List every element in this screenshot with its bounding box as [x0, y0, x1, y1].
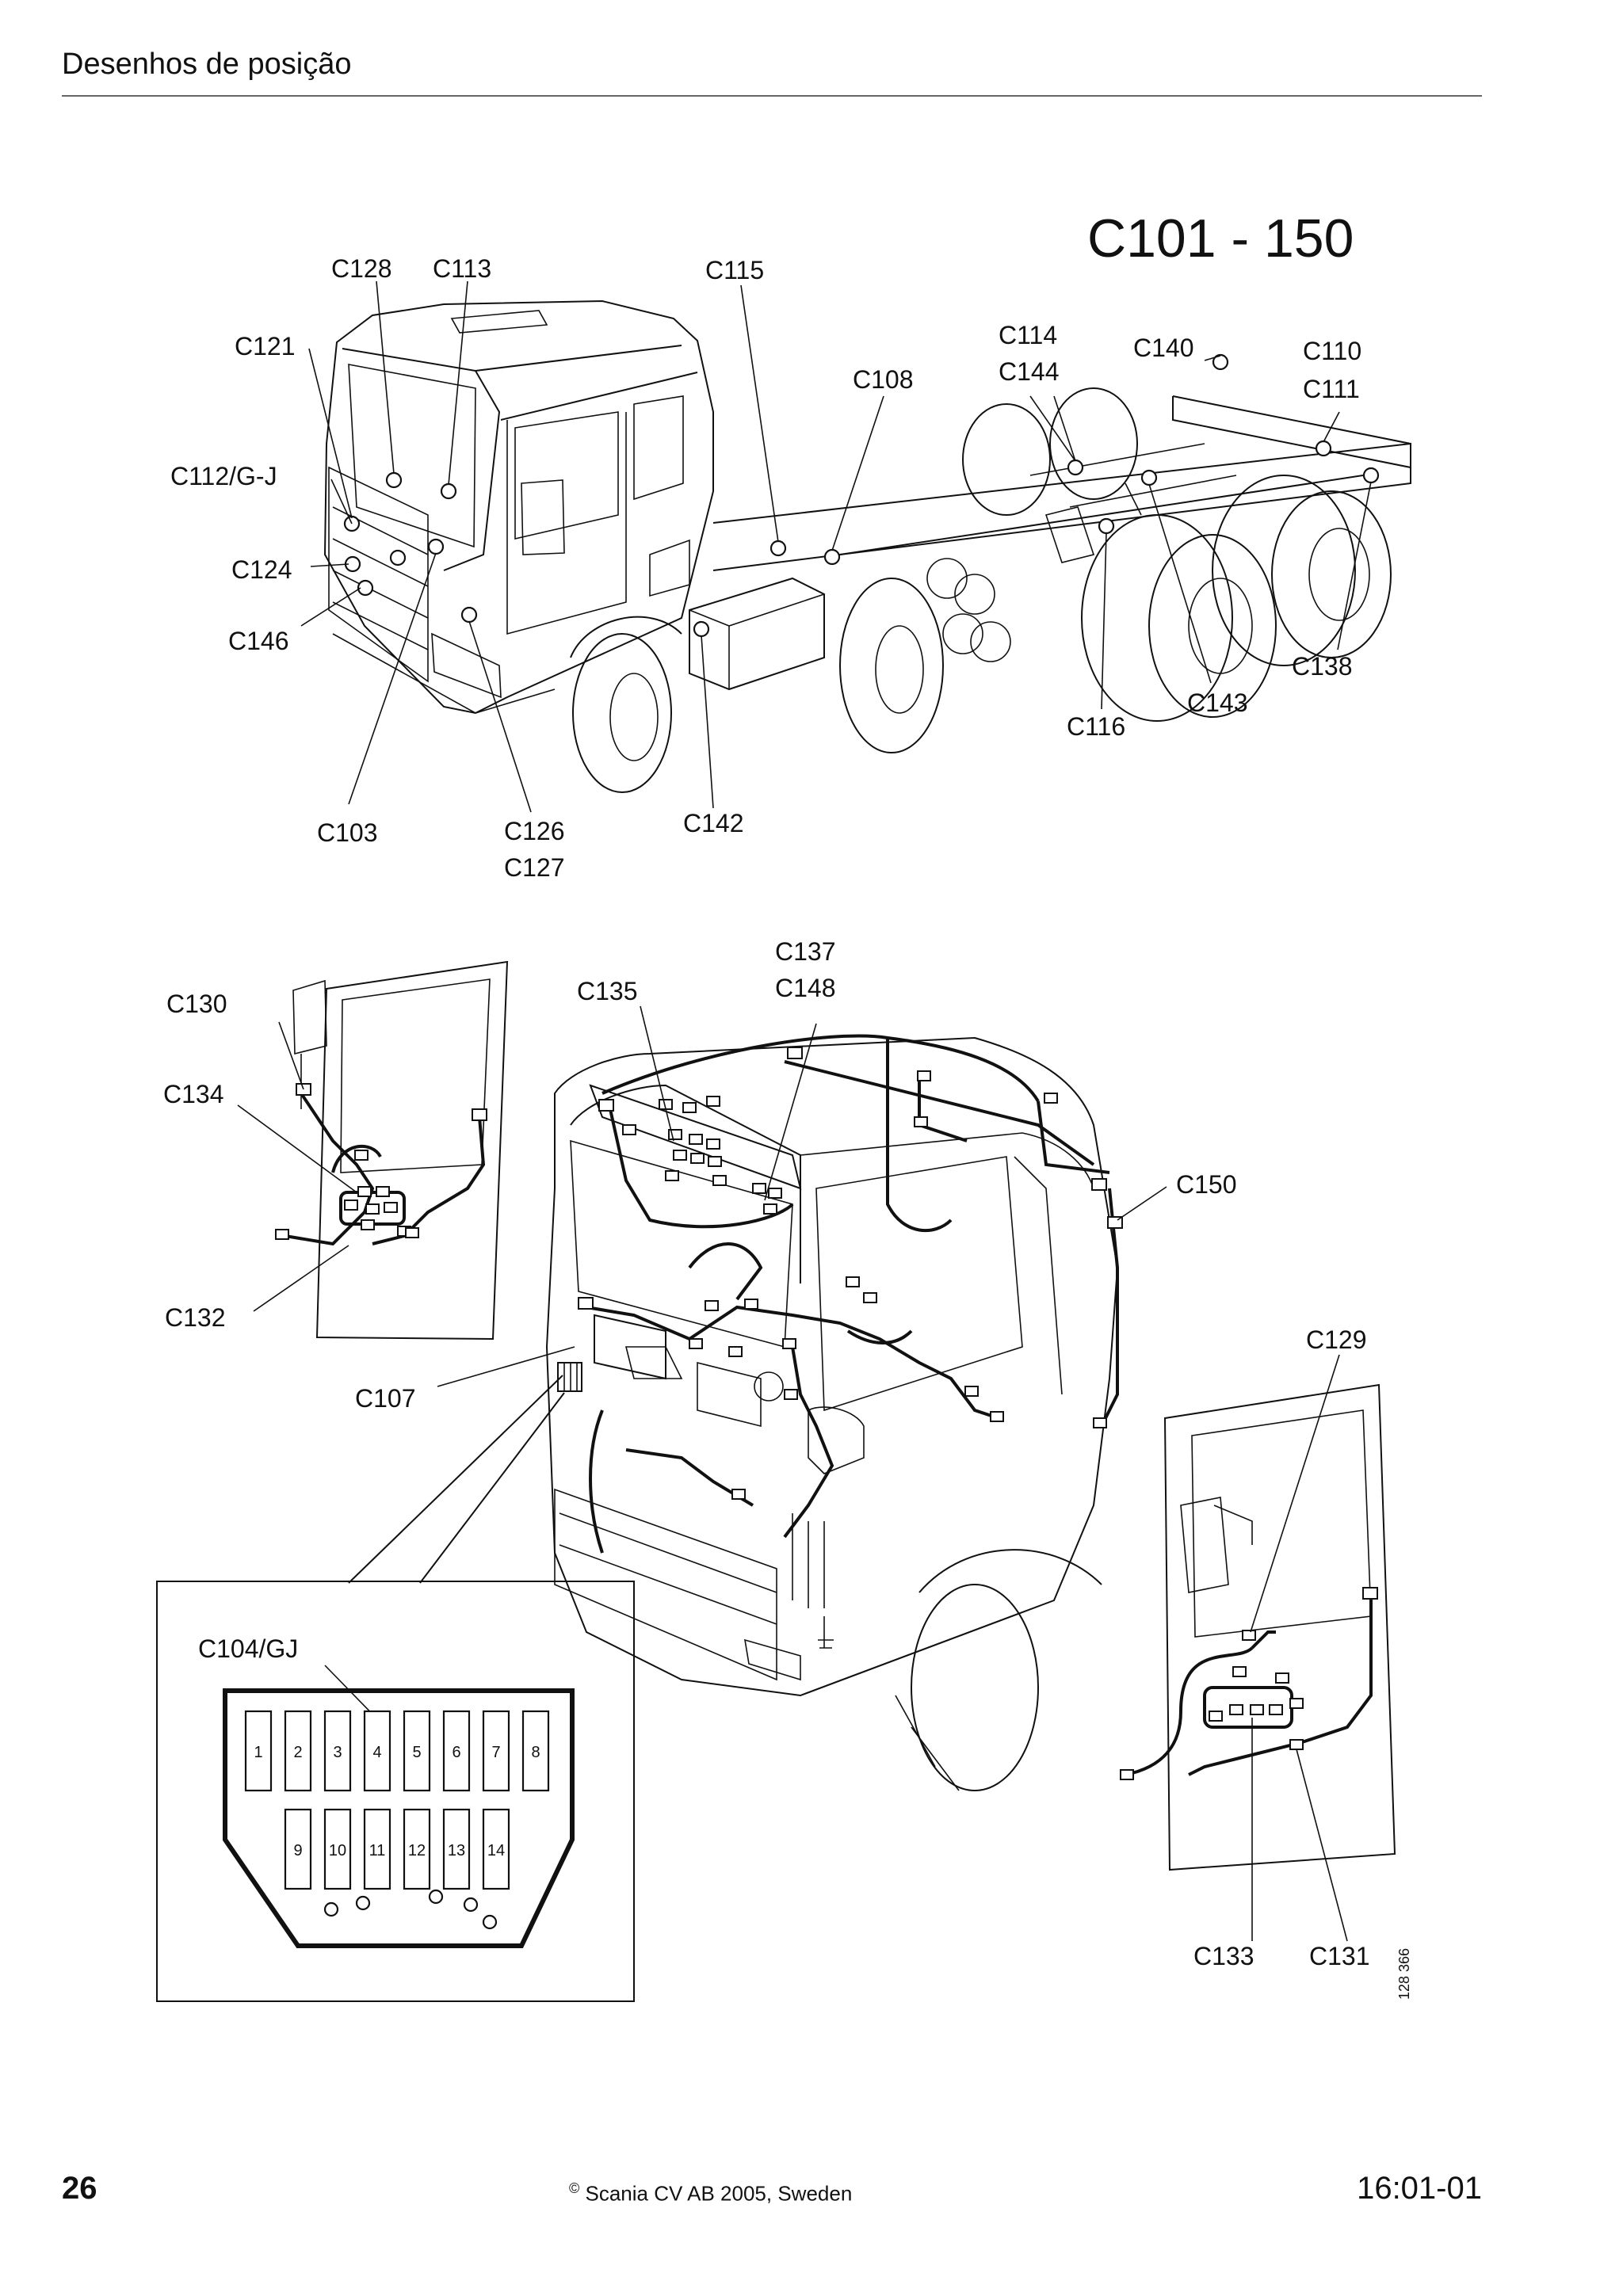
label-c116: C116	[1067, 712, 1125, 741]
fuse-slot	[363, 1808, 391, 1890]
section-title: Desenhos de posição	[62, 48, 352, 81]
fuse-slot	[363, 1710, 391, 1792]
fuse-number: 8	[531, 1744, 540, 1761]
header-rule	[62, 95, 1482, 97]
label-c111: C111	[1303, 375, 1360, 403]
fuse-number: 7	[491, 1744, 500, 1761]
label-c135: C135	[577, 977, 638, 1005]
label-c115: C115	[705, 256, 764, 284]
page-number: 26	[62, 2171, 97, 2206]
label-c132: C132	[165, 1303, 226, 1332]
label-c104-gj: C104/GJ	[198, 1634, 298, 1663]
cab-drawing	[237, 960, 1396, 1942]
label-c137: C137	[775, 937, 836, 966]
label-c131: C131	[1309, 1942, 1370, 1970]
fuse-slot	[482, 1710, 510, 1792]
fuse-number: 13	[448, 1842, 465, 1859]
copyright-symbol: ©	[569, 2180, 580, 2196]
fuse-slot	[403, 1808, 431, 1890]
fuse-slot	[442, 1710, 471, 1792]
label-c142: C142	[683, 809, 744, 837]
fuse-slot	[323, 1808, 352, 1890]
label-c144: C144	[999, 357, 1060, 386]
document-code: 16:01-01	[1357, 2171, 1482, 2206]
label-c121: C121	[235, 332, 296, 360]
fuse-number: 5	[412, 1744, 421, 1761]
truck-labels: C128 C113 C115 C121 C114 C144 C140 C110 …	[170, 254, 1361, 882]
figure-id: 128 366	[1396, 1948, 1412, 2000]
fuse-slot	[442, 1808, 471, 1890]
label-c150: C150	[1176, 1170, 1237, 1199]
fuse-number: 3	[333, 1744, 342, 1761]
label-c108: C108	[853, 365, 914, 394]
fuse-number: 10	[329, 1842, 346, 1859]
label-c107: C107	[355, 1384, 416, 1413]
label-c126: C126	[504, 817, 565, 845]
fuse-number: 1	[254, 1744, 262, 1761]
label-c143: C143	[1187, 688, 1248, 717]
label-c133: C133	[1193, 1942, 1254, 1970]
label-c146: C146	[228, 627, 289, 655]
label-c113: C113	[433, 254, 491, 283]
label-c112-gj: C112/G-J	[170, 462, 277, 490]
fuse-number: 9	[293, 1842, 302, 1859]
label-c148: C148	[775, 974, 836, 1002]
label-c110: C110	[1303, 337, 1361, 365]
fuse-slot	[284, 1710, 312, 1792]
fuse-slot	[323, 1710, 352, 1792]
truck-drawing	[300, 280, 1411, 813]
fuse-slot	[403, 1710, 431, 1792]
fuse-slot	[244, 1710, 273, 1792]
cab-labels: C137 C148 C130 C135 C134 C150 C132 C129 …	[163, 937, 1370, 1970]
fuse-number: 6	[452, 1744, 460, 1761]
fuse-slot	[482, 1808, 510, 1890]
label-c124: C124	[231, 555, 292, 584]
fuse-number: 11	[369, 1842, 386, 1859]
range-title: C101 - 150	[1087, 208, 1354, 269]
copyright: © Scania CV AB 2005, Sweden	[569, 2180, 852, 2206]
label-c128: C128	[331, 254, 392, 283]
label-c140: C140	[1133, 334, 1194, 362]
fuse-number: 12	[408, 1842, 426, 1859]
label-c114: C114	[999, 321, 1057, 349]
label-c127: C127	[504, 853, 565, 882]
fuse-slot	[521, 1710, 550, 1792]
label-c138: C138	[1292, 652, 1353, 681]
fuse-number: 14	[487, 1842, 505, 1859]
fuse-number: 4	[372, 1744, 381, 1761]
fuse-slot	[284, 1808, 312, 1890]
fuse-number: 2	[293, 1744, 302, 1761]
label-c130: C130	[166, 990, 227, 1018]
copyright-text: Scania CV AB 2005, Sweden	[585, 2181, 853, 2206]
label-c103: C103	[317, 818, 378, 847]
label-c129: C129	[1306, 1325, 1367, 1354]
label-c134: C134	[163, 1080, 224, 1108]
